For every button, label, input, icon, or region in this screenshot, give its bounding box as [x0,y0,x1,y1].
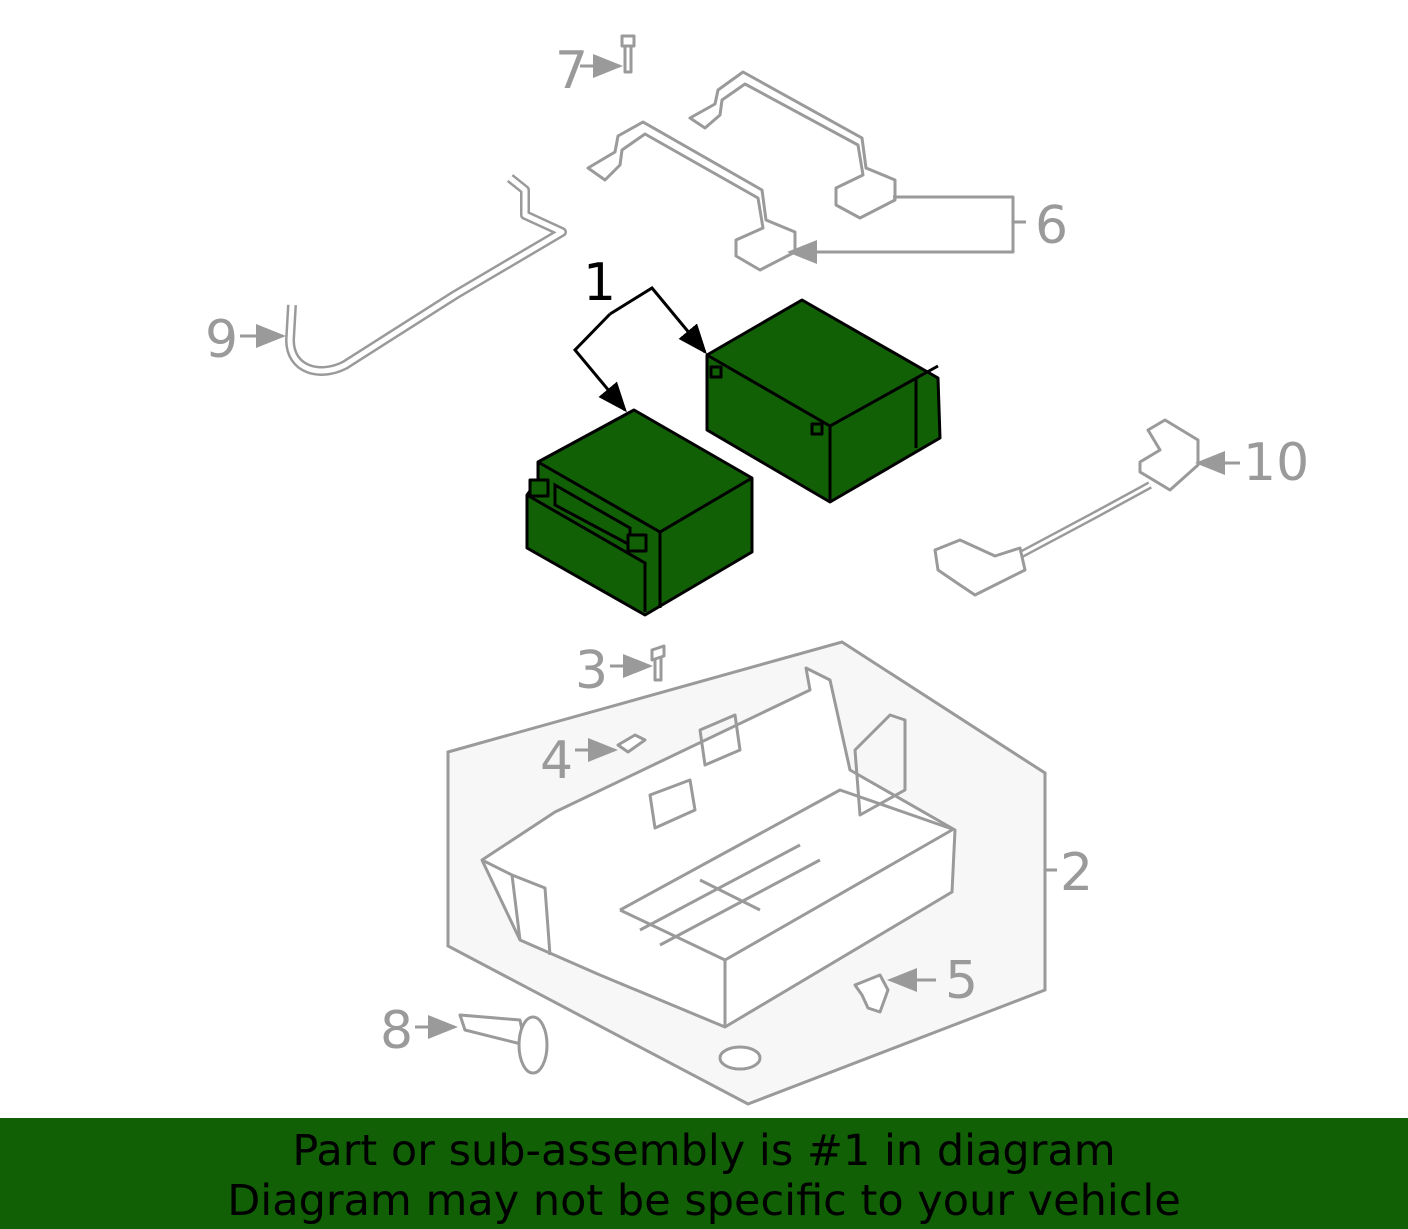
hold-down-brackets-part-6[interactable] [586,70,897,272]
battery-part-1-front[interactable] [525,408,754,617]
callout-4: 4 [540,731,573,791]
callout-6: 6 [1035,196,1068,256]
callout-8: 8 [380,1001,413,1061]
callout-9: 9 [205,310,238,370]
callout-10: 10 [1243,433,1309,493]
clip-part-4[interactable] [616,733,647,754]
banner-line-2: Diagram may not be specific to your vehi… [227,1176,1181,1226]
callout-7: 7 [555,41,588,101]
parts-diagram: 2 3 4 5 8 6 7 9 10 [205,34,1309,1106]
disclaimer-banner: Part or sub-assembly is #1 in diagram Di… [0,1118,1408,1229]
callout-2: 2 [1060,843,1093,903]
battery-part-1-rear[interactable] [705,298,942,504]
drain-tube-part-8[interactable] [458,1013,549,1075]
callout-5: 5 [945,951,978,1011]
bolt-part-7[interactable] [620,34,636,74]
clip-part-5[interactable] [853,973,890,1014]
callout-3: 3 [575,641,608,701]
bolt-part-3[interactable] [650,644,666,682]
vent-hose-part-9[interactable] [285,174,567,376]
callout-1: 1 [583,253,616,313]
banner-line-1: Part or sub-assembly is #1 in diagram [292,1126,1116,1176]
sensor-cable-part-10[interactable] [933,418,1200,597]
